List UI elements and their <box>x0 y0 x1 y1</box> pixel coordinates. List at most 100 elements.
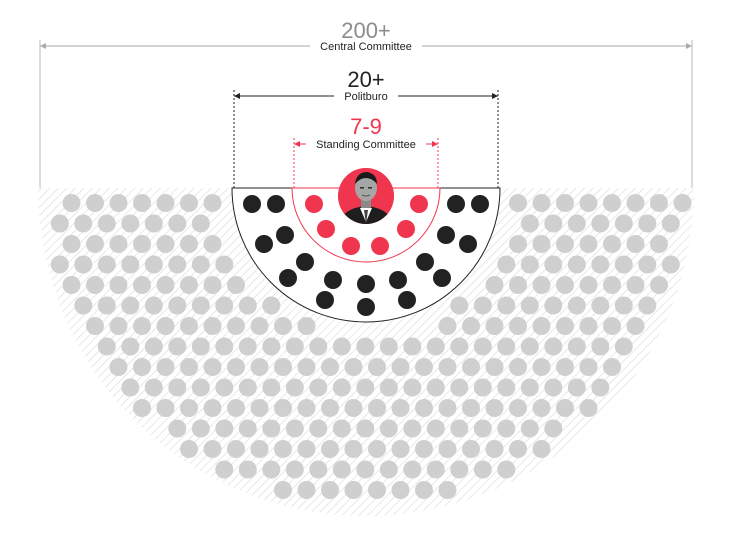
central-committee-seat <box>450 419 469 438</box>
central-committee-seat <box>180 235 198 253</box>
central-committee-seat <box>579 235 598 253</box>
central-committee-heading: 200+ Central Committee <box>39 18 693 188</box>
central-committee-seat <box>520 296 539 315</box>
central-committee-seat <box>109 317 128 335</box>
central-committee-seat <box>191 214 210 233</box>
central-committee-seat <box>250 317 269 335</box>
central-committee-seat <box>509 235 527 253</box>
central-committee-seat <box>309 337 328 356</box>
politburo-label: Politburo <box>344 91 387 103</box>
central-committee-seat <box>191 337 210 356</box>
central-committee-seat <box>438 358 457 376</box>
central-committee-seat <box>579 276 598 294</box>
central-committee-seat <box>426 419 445 438</box>
central-committee-seat <box>238 337 257 356</box>
central-committee-seat <box>203 358 222 376</box>
central-committee-seat <box>661 214 680 233</box>
central-committee-seat <box>368 440 386 458</box>
central-committee-seat <box>97 214 116 233</box>
central-committee-seat <box>544 296 563 315</box>
central-committee-seat <box>497 296 516 315</box>
central-committee-seat <box>297 440 316 458</box>
central-committee-seat <box>462 317 480 335</box>
central-committee-seat <box>86 194 104 212</box>
central-committee-seat <box>520 214 539 233</box>
central-committee-seat <box>509 358 527 376</box>
central-committee-seat <box>121 296 140 315</box>
central-committee-seat <box>485 276 504 294</box>
central-committee-seat <box>544 214 563 233</box>
central-committee-seat <box>473 337 492 356</box>
central-committee-seat <box>156 358 175 376</box>
central-committee-seat <box>321 399 339 417</box>
central-committee-seat <box>50 255 69 274</box>
central-committee-seat <box>556 276 574 294</box>
central-committee-seat <box>450 337 469 356</box>
central-committee-seat <box>168 419 187 438</box>
central-committee-seat <box>332 460 351 479</box>
central-committee-seat <box>532 276 551 294</box>
central-committee-seat <box>168 378 187 397</box>
standing-committee-seats <box>305 195 428 255</box>
central-committee-seat <box>661 255 680 274</box>
central-committee-seat <box>403 419 422 438</box>
central-committee-seat <box>274 481 292 499</box>
central-committee-seat <box>50 214 69 233</box>
central-committee-seat <box>133 358 151 376</box>
politburo-seat <box>398 291 416 309</box>
central-committee-seat <box>274 358 292 376</box>
central-committee-seat <box>156 235 175 253</box>
central-committee-seat <box>86 235 104 253</box>
central-committee-seat <box>156 276 175 294</box>
central-committee-seat <box>121 255 140 274</box>
standing-committee-heading: 7-9 Standing Committee <box>293 114 439 188</box>
central-committee-seat <box>203 317 222 335</box>
central-committee-seat <box>156 399 175 417</box>
central-committee-seat <box>473 460 492 479</box>
politburo-seat <box>316 291 334 309</box>
central-committee-seat <box>238 419 257 438</box>
central-committee-seat <box>497 378 516 397</box>
central-committee-seat <box>180 399 198 417</box>
central-committee-seat <box>203 440 222 458</box>
central-committee-seat <box>415 358 433 376</box>
central-committee-seat <box>356 419 375 438</box>
central-committee-seat <box>544 378 563 397</box>
central-committee-seat <box>556 358 574 376</box>
central-committee-seat <box>614 214 633 233</box>
central-committee-seat <box>591 214 610 233</box>
central-committee-seat <box>332 337 351 356</box>
central-committee-seat <box>309 378 328 397</box>
central-committee-seat <box>344 481 363 499</box>
central-committee-seat <box>567 255 586 274</box>
central-committee-seat <box>144 337 163 356</box>
politburo-seat <box>296 253 314 271</box>
central-committee-seats <box>50 194 692 499</box>
central-committee-seat <box>579 317 598 335</box>
central-committee-seat <box>191 419 210 438</box>
central-committee-seat <box>62 194 81 212</box>
central-committee-seat <box>532 440 551 458</box>
central-committee-seat <box>285 337 304 356</box>
central-committee-seat <box>203 235 222 253</box>
central-committee-seat <box>356 378 375 397</box>
central-committee-seat <box>603 317 621 335</box>
central-committee-seat <box>191 255 210 274</box>
central-committee-seat <box>509 317 527 335</box>
central-committee-seat <box>344 358 363 376</box>
central-committee-seat <box>473 419 492 438</box>
central-committee-seat <box>86 276 104 294</box>
central-committee-seat <box>603 358 621 376</box>
central-committee-seat <box>379 460 398 479</box>
central-committee-seat <box>168 296 187 315</box>
central-committee-seat <box>74 296 93 315</box>
standing-committee-count: 7-9 <box>350 114 382 139</box>
central-committee-seat <box>133 399 151 417</box>
central-committee-seat <box>238 378 257 397</box>
central-committee-seat <box>591 337 610 356</box>
politburo-seat <box>357 275 375 293</box>
standing-committee-seat <box>371 237 389 255</box>
politburo-seat <box>447 195 465 213</box>
central-committee-seat <box>497 255 516 274</box>
